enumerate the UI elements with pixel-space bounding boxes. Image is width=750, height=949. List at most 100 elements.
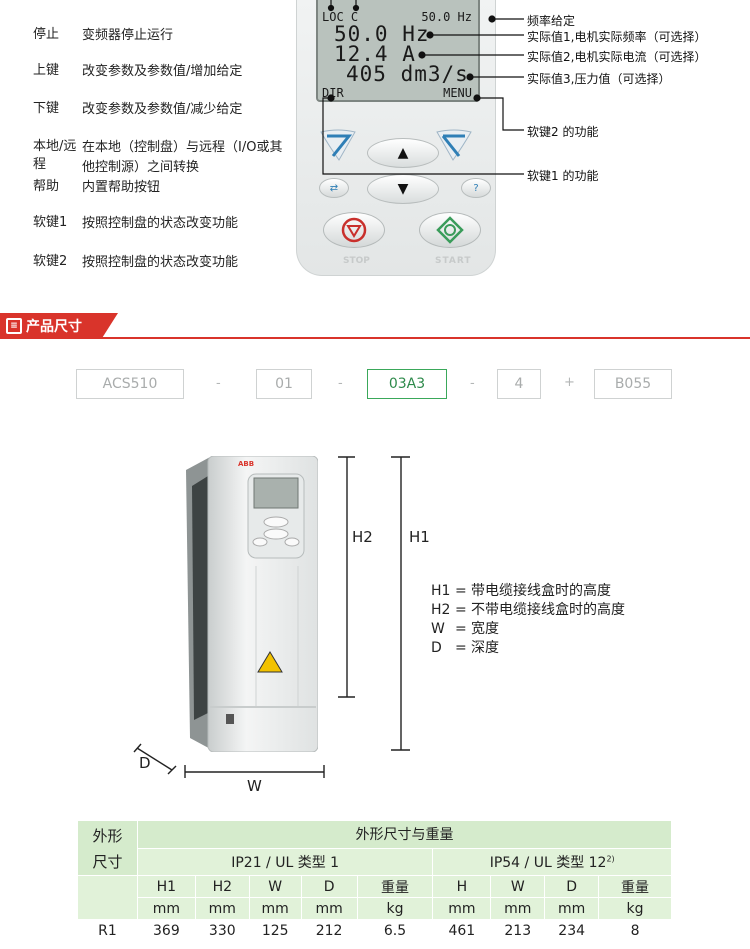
lcd-actual-value-2: 12.4 A — [334, 42, 416, 66]
cell-value: 8 — [598, 919, 672, 942]
callout-actual1: 实际值1,电机实际频率（可选择） — [527, 30, 707, 44]
lcd-softkey1-label: DIR — [322, 86, 344, 100]
section-title: 产品尺寸 — [26, 319, 82, 335]
callout-actual2: 实际值2,电机实际电流（可选择） — [527, 50, 707, 64]
lcd-loc-status: LOC C — [322, 10, 359, 24]
cell-value: 212 — [300, 919, 358, 942]
key-row-help: 帮助 内置帮助按钮 — [33, 178, 160, 198]
col-h2: H2 — [194, 875, 250, 898]
loc-rem-button[interactable]: ⇄ — [319, 178, 349, 198]
help-icon: ? — [473, 182, 479, 194]
type-code-part-voltage: 4 — [497, 369, 541, 399]
unit-ip54-d: mm — [544, 897, 600, 920]
legend-row-w: W = 宽度 — [431, 620, 625, 639]
cell-frame: R1 — [77, 919, 138, 942]
softkey1-button[interactable] — [319, 128, 357, 162]
cell-value: 461 — [432, 919, 492, 942]
ip54-footnote-ref: 2) — [606, 854, 615, 864]
legend-equals: = — [455, 583, 467, 599]
type-code-separator: - — [470, 376, 475, 391]
col-d: D — [300, 875, 358, 898]
lcd-actual-value-1: 50.0 Hz — [334, 22, 430, 46]
cell-value: 125 — [248, 919, 302, 942]
arrow-down-icon: ▼ — [397, 181, 409, 197]
col-ip54-d: D — [544, 875, 600, 898]
callout-freq-ref: 频率给定 — [527, 14, 576, 28]
section-divider — [0, 337, 750, 339]
unit-ip54-weight: kg — [598, 897, 672, 920]
product-size-section-header: ≡ 产品尺寸 — [0, 311, 750, 341]
start-button[interactable] — [419, 212, 481, 248]
legend-equals: = — [455, 621, 467, 637]
softkey2-button[interactable] — [435, 128, 473, 162]
down-button[interactable]: ▼ — [367, 174, 439, 204]
key-name: 帮助 — [33, 179, 60, 194]
table-title: 外形尺寸与重量 — [136, 820, 673, 849]
ip21-header: IP21 / UL 类型 1 — [136, 847, 434, 876]
document-icon: ≡ — [6, 318, 22, 334]
key-desc: 改变参数及参数值/增加给定 — [82, 64, 243, 79]
unit-ip54-w: mm — [490, 897, 546, 920]
cell-value: 6.5 — [356, 919, 434, 942]
key-desc: 在本地（控制盘）与远程（I/O或其他控制源）之间转换 — [82, 140, 283, 175]
key-desc: 内置帮助按钮 — [82, 180, 161, 195]
dimension-h2-label: H2 — [352, 528, 373, 546]
callout-actual3: 实际值3,压力值（可选择） — [527, 72, 671, 86]
key-name: 停止 — [33, 27, 60, 42]
type-code-separator: - — [216, 376, 221, 391]
type-code-part-construction: 01 — [256, 369, 312, 399]
abb-logo: ABB — [238, 460, 254, 468]
unit-h2: mm — [194, 897, 250, 920]
frame-size-header: 外形尺寸 — [77, 820, 138, 876]
loc-rem-icon: ⇄ — [329, 182, 339, 194]
col-ip54-weight: 重量 — [598, 875, 672, 898]
legend-symbol: H2 — [431, 602, 451, 618]
type-code-part-current: 03A3 — [367, 369, 447, 399]
stop-icon — [341, 217, 367, 243]
dimension-d-label: D — [139, 754, 151, 772]
dimensions-table: 外形尺寸 外形尺寸与重量 IP21 / UL 类型 1 IP54 / UL 类型… — [77, 820, 673, 942]
key-row-softkey1: 软键1 按照控制盘的状态改变功能 — [33, 214, 238, 234]
key-desc: 按照控制盘的状态改变功能 — [82, 216, 239, 231]
stop-label: STOP — [343, 256, 370, 266]
dimension-h1-label: H1 — [409, 528, 430, 546]
col-h1: H1 — [136, 875, 196, 898]
key-desc: 改变参数及参数值/减少给定 — [82, 102, 243, 117]
softkey2-icon — [436, 129, 472, 161]
unit-ip54-h: mm — [432, 897, 492, 920]
lcd-softkey2-label: MENU — [443, 86, 472, 100]
legend-row-h1: H1 = 带电缆接线盒时的高度 — [431, 582, 625, 601]
lcd-reference: 50.0 Hz — [421, 10, 472, 24]
type-code-separator: - — [338, 376, 343, 391]
control-panel: LOC C 50.0 Hz 50.0 Hz 12.4 A 405 dm3/s D… — [296, 0, 496, 276]
type-code-separator: + — [564, 375, 575, 390]
key-row-down: 下键 改变参数及参数值/减少给定 — [33, 100, 242, 120]
legend-symbol: W — [431, 621, 445, 637]
help-button[interactable]: ? — [461, 178, 491, 198]
dimension-w-label: W — [247, 777, 262, 795]
legend-row-h2: H2 = 不带电缆接线盒时的高度 — [431, 601, 625, 620]
arrow-up-icon: ▲ — [397, 145, 409, 161]
dimension-legend: H1 = 带电缆接线盒时的高度 H2 = 不带电缆接线盒时的高度 W = 宽度 … — [431, 582, 625, 658]
cell-value: 330 — [194, 919, 250, 942]
key-row-up: 上键 改变参数及参数值/增加给定 — [33, 62, 242, 82]
drive-illustration: ABB — [186, 456, 318, 752]
unit-w: mm — [248, 897, 302, 920]
up-button[interactable]: ▲ — [367, 138, 439, 168]
callout-softkey1: 软键1 的功能 — [527, 169, 599, 183]
lcd-display: LOC C 50.0 Hz 50.0 Hz 12.4 A 405 dm3/s D… — [316, 0, 480, 102]
section-tag: ≡ 产品尺寸 — [0, 313, 118, 339]
key-name: 软键1 — [33, 215, 68, 230]
cell-value: 213 — [490, 919, 546, 942]
key-row-stop: 停止 变频器停止运行 — [33, 26, 173, 46]
legend-text: 深度 — [471, 640, 499, 656]
legend-row-d: D = 深度 — [431, 639, 625, 658]
key-name: 本地/远程 — [33, 139, 77, 172]
legend-text: 宽度 — [471, 621, 499, 637]
unit-weight: kg — [356, 897, 434, 920]
key-desc: 变频器停止运行 — [82, 28, 174, 43]
stop-button[interactable] — [323, 212, 385, 248]
ip54-header: IP54 / UL 类型 122) — [432, 847, 672, 876]
col-ip54-h: H — [432, 875, 492, 898]
legend-symbol: H1 — [431, 583, 451, 599]
